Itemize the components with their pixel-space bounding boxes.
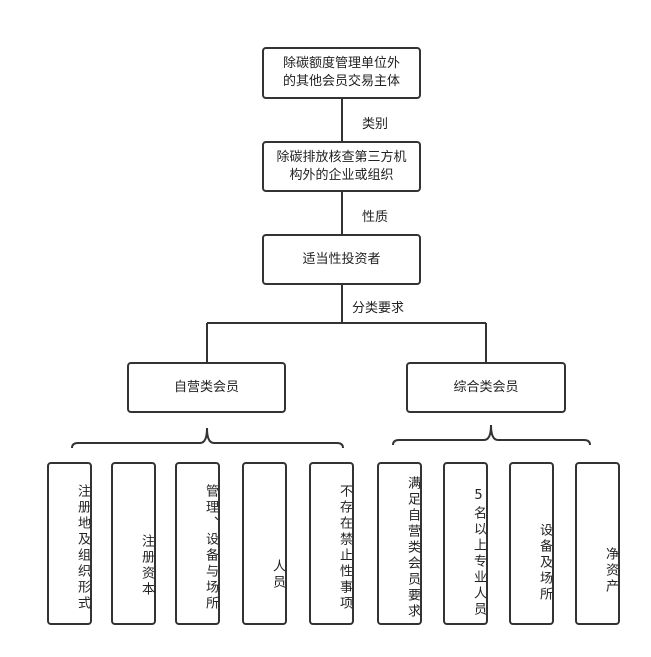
comprehensive-member-label: 综合类会员 bbox=[453, 379, 519, 395]
self-req-node: 管理、设备与场所 bbox=[175, 462, 220, 625]
edge-label-nature: 性质 bbox=[362, 210, 389, 225]
level1-label: 除碳额度管理单位外的其他会员交易主体 bbox=[282, 56, 400, 89]
self-req-label: 注册资本 bbox=[139, 533, 154, 598]
comp-req-label: 5名以上专业人员 bbox=[471, 487, 486, 618]
self-req-label: 注册地及组织形式 bbox=[75, 483, 90, 612]
self-req-node: 不存在禁止性事项 bbox=[309, 462, 354, 625]
self-member-label: 自营类会员 bbox=[173, 379, 239, 395]
comp-req-node: 5名以上专业人员 bbox=[443, 462, 488, 625]
self-req-label: 人员 bbox=[270, 558, 285, 591]
comp-req-node: 净资产 bbox=[575, 462, 620, 625]
self-req-label: 管理、设备与场所 bbox=[203, 483, 218, 612]
comp-req-label: 设备及场所 bbox=[537, 522, 552, 603]
edge-label-category: 类别 bbox=[362, 117, 389, 132]
edge-label-requirements: 分类要求 bbox=[352, 301, 405, 316]
self-member-node: 自营类会员 bbox=[127, 362, 286, 413]
level1-node: 除碳额度管理单位外的其他会员交易主体 bbox=[262, 47, 421, 99]
comp-req-node: 设备及场所 bbox=[509, 462, 554, 625]
level2-node: 除碳排放核查第三方机构外的企业或组织 bbox=[262, 141, 421, 192]
self-req-label: 不存在禁止性事项 bbox=[337, 483, 352, 612]
self-req-node: 人员 bbox=[242, 462, 287, 625]
self-req-node: 注册资本 bbox=[111, 462, 156, 625]
comp-req-label: 净资产 bbox=[603, 547, 618, 595]
level2-label: 除碳排放核查第三方机构外的企业或组织 bbox=[276, 149, 407, 183]
self-req-node: 注册地及组织形式 bbox=[47, 462, 92, 625]
comp-req-node: 满足自营类会员要求 bbox=[377, 462, 422, 625]
comp-req-label: 满足自营类会员要求 bbox=[405, 475, 420, 620]
level3-label: 适当性投资者 bbox=[302, 251, 381, 267]
level3-node: 适当性投资者 bbox=[262, 234, 421, 285]
comprehensive-member-node: 综合类会员 bbox=[406, 362, 566, 413]
